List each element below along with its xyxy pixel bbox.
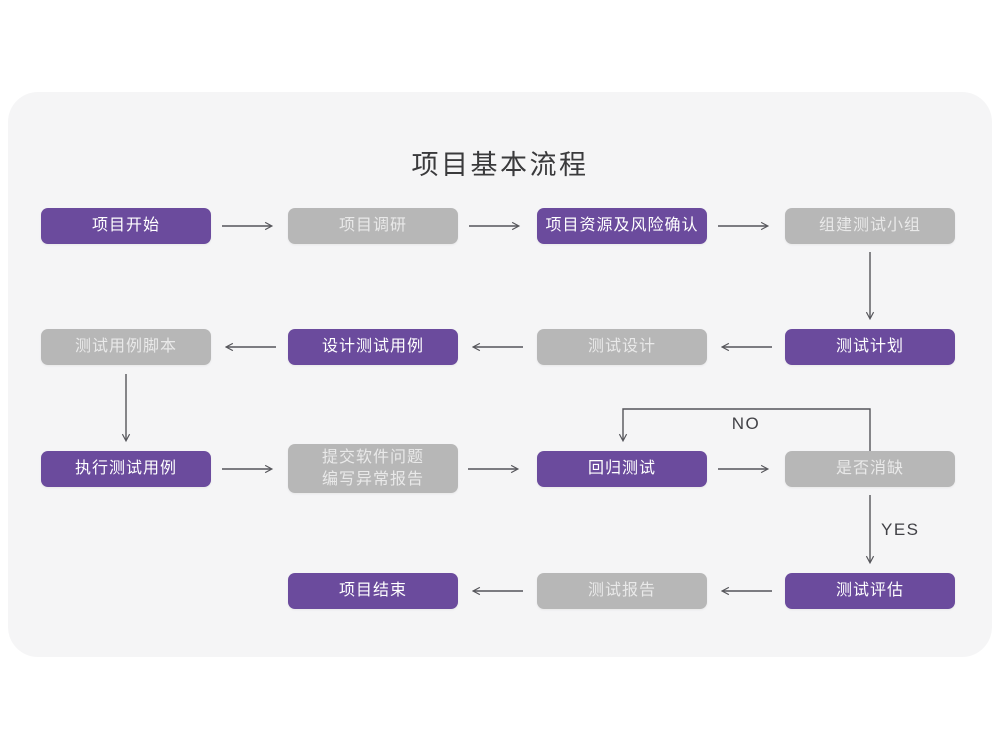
node-test-plan: 测试计划 <box>785 329 955 365</box>
node-test-case-script: 测试用例脚本 <box>41 329 211 365</box>
node-project-start: 项目开始 <box>41 208 211 244</box>
edge-label-no: NO <box>731 414 761 433</box>
page-title: 项目基本流程 <box>411 150 589 180</box>
node-design-test-cases: 设计测试用例 <box>288 329 458 365</box>
node-submit-issue-report: 提交软件问题 编写异常报告 <box>288 444 458 493</box>
node-build-test-team: 组建测试小组 <box>785 208 955 244</box>
node-test-evaluation: 测试评估 <box>785 573 955 609</box>
node-project-research: 项目调研 <box>288 208 458 244</box>
node-project-end: 项目结束 <box>288 573 458 609</box>
edge-label-yes: YES <box>881 520 920 539</box>
node-execute-test-cases: 执行测试用例 <box>41 451 211 487</box>
node-defect-resolved: 是否消缺 <box>785 451 955 487</box>
flowchart-card <box>8 92 992 657</box>
node-test-design: 测试设计 <box>537 329 707 365</box>
node-test-report: 测试报告 <box>537 573 707 609</box>
node-regression-test: 回归测试 <box>537 451 707 487</box>
node-resource-risk-confirm: 项目资源及风险确认 <box>537 208 707 244</box>
